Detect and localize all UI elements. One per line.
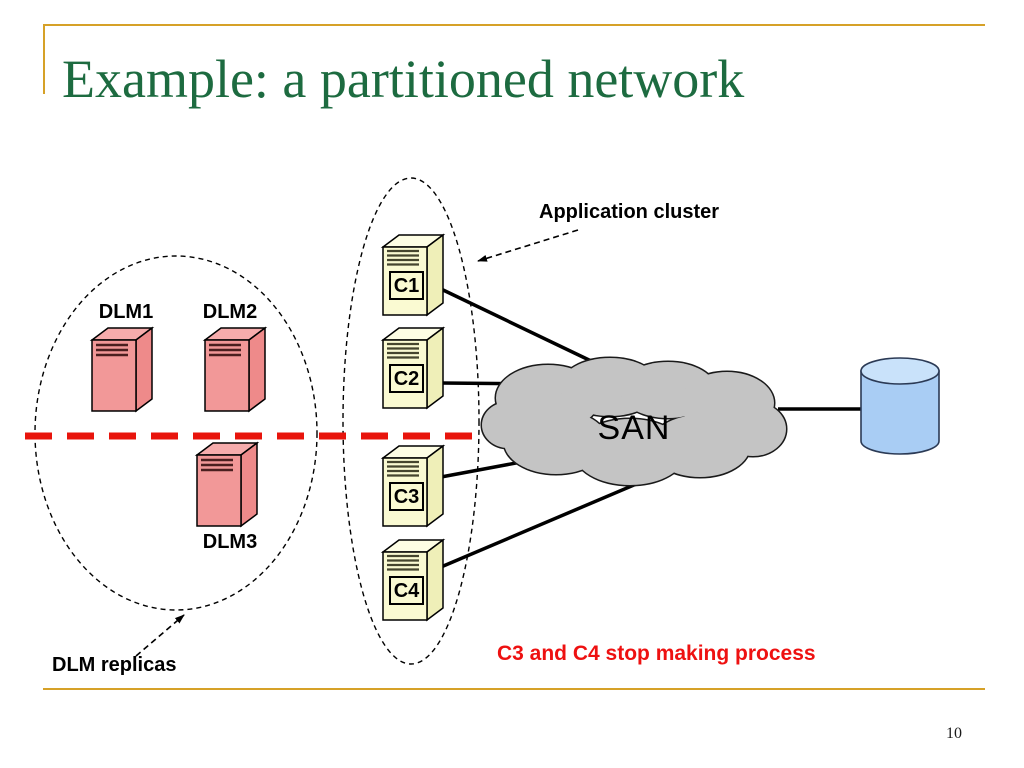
dlm3-label: DLM3 [202,531,258,553]
app-cluster-caption: Application cluster [539,201,720,223]
server-c2-icon [380,326,446,410]
server-dlm3-icon [194,441,260,528]
page-title: Example: a partitioned network [62,49,745,109]
c1-label: C1 [389,271,424,300]
top-accent-rule [43,24,985,26]
c3-label: C3 [389,482,424,511]
storage-cylinder-icon [860,357,940,455]
failure-annotation: C3 and C4 stop making process [497,642,816,665]
san-connection-lines [440,287,862,569]
dlm2-label: DLM2 [202,301,258,323]
san-cloud [480,356,788,487]
dlm-replicas-caption: DLM replicas [52,654,177,676]
app-cluster-ellipse [342,177,480,665]
dlm-group-ellipse [34,255,318,611]
dlm-replicas-callout-arrow [135,614,185,657]
left-accent-rule [43,24,45,94]
c4-label: C4 [389,576,424,605]
bottom-accent-rule [43,688,985,690]
app-cluster-callout-arrow [477,229,579,262]
san-label: SAN [597,409,671,447]
page-number: 10 [946,725,962,742]
server-dlm1-icon [89,326,155,413]
server-dlm2-icon [202,326,268,413]
link-c4-san [440,477,649,569]
server-c4-icon [380,538,446,622]
c2-label: C2 [389,364,424,393]
link-c1-san [440,287,613,373]
dlm1-label: DLM1 [98,301,154,323]
